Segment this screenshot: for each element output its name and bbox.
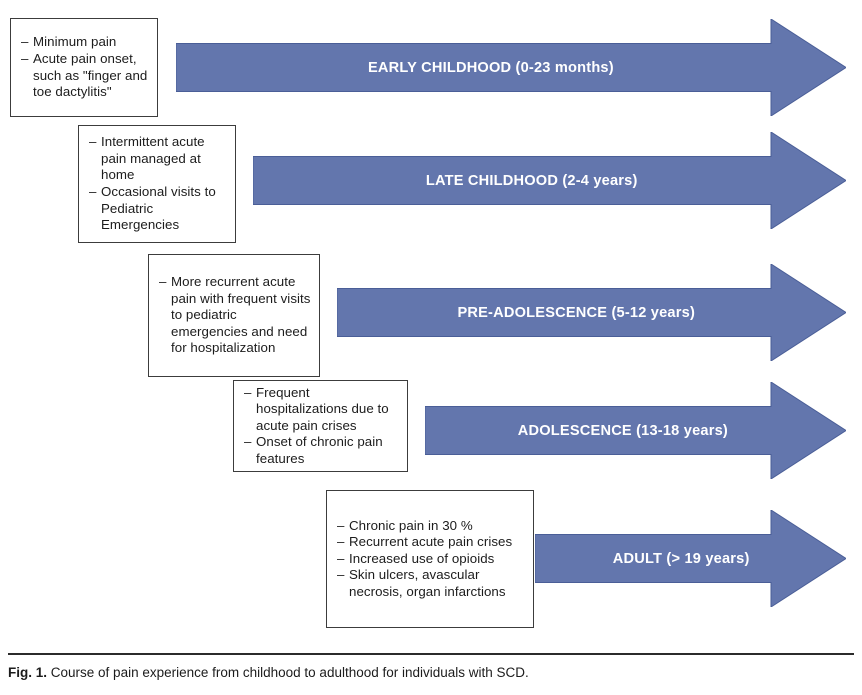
figure-caption-text: Course of pain experience from childhood… xyxy=(50,665,529,680)
callout-early-childhood-list: Minimum pain Acute pain onset, such as "… xyxy=(11,34,157,100)
arrow-late-childhood-shape xyxy=(253,132,846,229)
arrow-pre-adolescence: PRE-ADOLESCENCE (5-12 years) xyxy=(337,264,846,361)
callout-adult: Chronic pain in 30 % Recurrent acute pai… xyxy=(326,490,534,628)
list-item: Acute pain onset, such as "finger and to… xyxy=(21,51,149,101)
callout-adolescence: Frequent hospitalizations due to acute p… xyxy=(233,380,408,472)
callout-pre-adolescence-list: More recurrent acute pain with frequent … xyxy=(149,274,319,357)
callout-early-childhood: Minimum pain Acute pain onset, such as "… xyxy=(10,18,158,117)
arrow-early-childhood: EARLY CHILDHOOD (0-23 months) xyxy=(176,19,846,116)
arrow-adolescence: ADOLESCENCE (13-18 years) xyxy=(425,382,846,479)
callout-late-childhood-list: Intermittent acute pain managed at home … xyxy=(79,134,235,234)
list-item: Increased use of opioids xyxy=(337,551,525,568)
arrow-early-childhood-shape xyxy=(176,19,846,116)
arrow-pre-adolescence-shape xyxy=(337,264,846,361)
arrow-adolescence-shape xyxy=(425,382,846,479)
list-item: More recurrent acute pain with frequent … xyxy=(159,274,311,357)
list-item: Chronic pain in 30 % xyxy=(337,518,525,535)
list-item: Skin ulcers, avascular necrosis, organ i… xyxy=(337,567,525,600)
callout-pre-adolescence: More recurrent acute pain with frequent … xyxy=(148,254,320,377)
list-item: Onset of chronic pain features xyxy=(244,434,399,467)
callout-adult-list: Chronic pain in 30 % Recurrent acute pai… xyxy=(327,518,533,601)
arrow-adult-shape xyxy=(535,510,846,607)
arrow-adult: ADULT (> 19 years) xyxy=(535,510,846,607)
list-item: Frequent hospitalizations due to acute p… xyxy=(244,385,399,435)
figure-caption: Fig. 1. Course of pain experience from c… xyxy=(8,664,854,682)
callout-adolescence-list: Frequent hospitalizations due to acute p… xyxy=(234,385,407,468)
list-item: Occasional visits to Pediatric Emergenci… xyxy=(89,184,227,234)
list-item: Recurrent acute pain crises xyxy=(337,534,525,551)
list-item: Minimum pain xyxy=(21,34,149,51)
caption-divider xyxy=(8,653,854,655)
arrow-late-childhood: LATE CHILDHOOD (2-4 years) xyxy=(253,132,846,229)
figure-caption-label: Fig. 1. xyxy=(8,665,48,680)
callout-late-childhood: Intermittent acute pain managed at home … xyxy=(78,125,236,243)
list-item: Intermittent acute pain managed at home xyxy=(89,134,227,184)
